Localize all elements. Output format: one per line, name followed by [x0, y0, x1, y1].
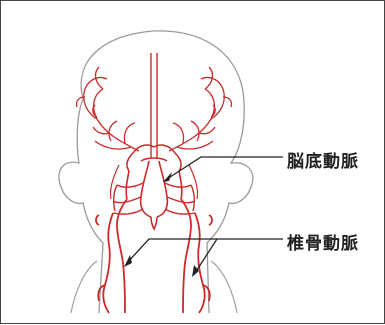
vertebral-artery-label: 椎骨動脈 — [287, 229, 359, 254]
left-cerebral-branches — [76, 67, 139, 151]
shoulder-line-left — [71, 261, 97, 313]
pointer-arrowheads — [124, 172, 199, 277]
basilar-artery-label: 脳底動脈 — [287, 147, 359, 172]
basilar-artery — [126, 161, 182, 229]
shoulder-line-right — [211, 261, 237, 313]
right-cerebral-branches — [169, 67, 232, 151]
midline-vessel — [151, 53, 157, 159]
lateral-neck-vessels — [110, 165, 197, 199]
left-vertebral-artery — [96, 199, 127, 313]
vertebral-arrowhead-left — [124, 255, 132, 267]
vertebral-pointer-line — [127, 239, 283, 263]
cerebellar-branches — [113, 183, 195, 214]
basilar-pointer-line — [167, 157, 283, 179]
label-pointers — [127, 157, 283, 273]
vertebral-arrowhead-right — [192, 265, 199, 277]
